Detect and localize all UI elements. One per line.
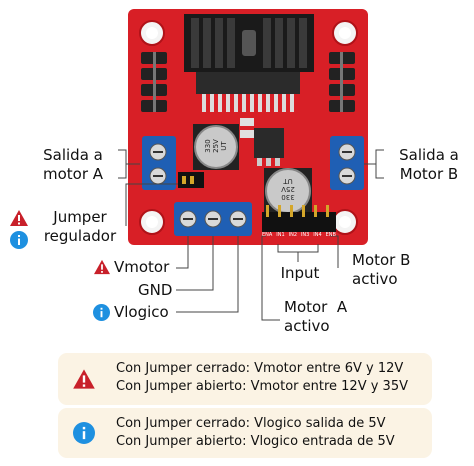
heatsink [184, 14, 314, 72]
label-motor-b-activo: Motor B activo [352, 251, 410, 289]
warning-note: Con Jumper cerrado: Vmotor entre 6V y 12… [58, 353, 432, 405]
label-line: activo [352, 270, 398, 288]
label-motor-a-activo: Motor A activo [284, 298, 347, 336]
warning-icon [73, 369, 95, 389]
capacitor-1-label: 330 25V UT [204, 134, 228, 158]
warning-icon [94, 259, 110, 275]
l298n-chip [196, 72, 300, 94]
cap-text-3: UT [220, 141, 228, 151]
leader-lines [118, 149, 384, 321]
capacitor-1 [193, 124, 239, 170]
left-diodes [141, 52, 167, 112]
label-line: activo [284, 317, 330, 335]
label-input: Input [280, 264, 320, 282]
cap-text-1: 330 [204, 139, 212, 153]
input-header [262, 205, 336, 232]
pin-label: IN4 [313, 232, 322, 238]
input-pin-labels: ENA IN1 IN2 IN3 IN4 ENB [262, 232, 336, 238]
label-gnd: GND [138, 281, 173, 299]
info-note-line-1: Con Jumper cerrado: Vlogico salida de 5V [116, 416, 386, 431]
label-line: Salida a [399, 146, 459, 164]
pin-label: ENA [262, 232, 273, 238]
voltage-regulator [254, 128, 284, 166]
label-line: Salida a [43, 146, 103, 164]
capacitor-2 [264, 168, 312, 214]
terminal-motor-a [142, 136, 176, 190]
label-line: Motor B [352, 251, 411, 269]
cap-text-1: 330 [281, 193, 295, 201]
info-icon [73, 422, 95, 444]
pin-label: IN1 [276, 232, 285, 238]
cap-text-3: UT [283, 177, 293, 185]
info-icon [93, 304, 110, 321]
warning-note-line-1: Con Jumper cerrado: Vmotor entre 6V y 12… [116, 361, 404, 376]
label-line: Motor A [284, 298, 348, 316]
label-jumper-regulador: Jumper regulador [34, 208, 126, 246]
info-note-line-2: Con Jumper abierto: Vlogico entrada de 5… [116, 434, 395, 449]
label-line: motor A [42, 165, 104, 183]
chip-pins [202, 94, 294, 112]
info-icon [10, 231, 28, 249]
terminal-motor-b [330, 136, 364, 190]
jumper-regulator [178, 172, 204, 188]
terminal-power [174, 202, 252, 236]
label-line: Jumper [53, 208, 107, 226]
warning-icon [10, 210, 28, 226]
label-salida-motor-b: Salida a Motor B [386, 146, 472, 184]
pin-label: IN3 [300, 232, 310, 238]
cap-text-2: 25V [281, 185, 295, 193]
right-diodes [329, 52, 355, 112]
label-vlogico: Vlogico [114, 303, 169, 321]
label-line: regulador [43, 227, 117, 245]
pin-label: IN2 [288, 232, 298, 238]
label-vmotor: Vmotor [114, 258, 170, 276]
info-note: Con Jumper cerrado: Vlogico salida de 5V… [58, 408, 432, 458]
pin-label: ENB [325, 232, 336, 238]
warning-note-line-2: Con Jumper abierto: Vmotor entre 12V y 3… [116, 379, 408, 394]
capacitor-2-label: 330 25V UT [276, 177, 300, 201]
label-salida-motor-a: Salida a motor A [28, 146, 118, 184]
label-line: Motor B [399, 165, 459, 183]
cap-text-2: 25V [212, 139, 220, 153]
